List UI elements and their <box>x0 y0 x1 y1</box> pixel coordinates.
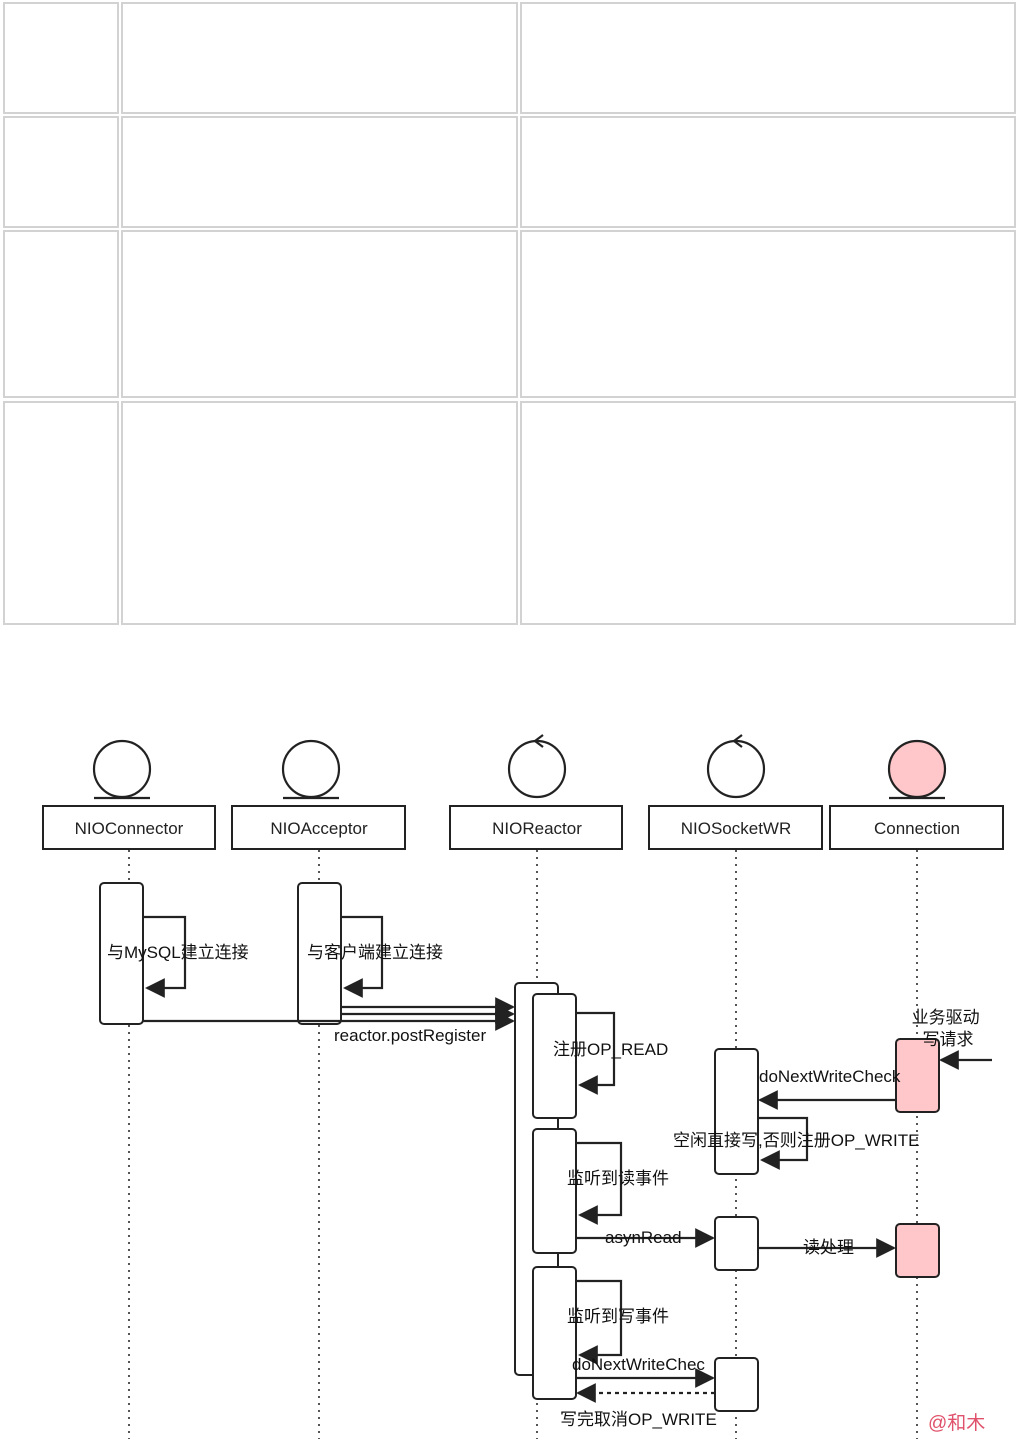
participant-nioreactor: NIOReactor <box>492 819 582 838</box>
table-cell <box>520 2 1016 114</box>
label-register-read: 注册OP_READ <box>553 1040 668 1059</box>
empty-table <box>3 2 1016 625</box>
control-icon <box>706 739 766 799</box>
label-acceptor-self: 与客户端建立连接 <box>307 943 443 962</box>
self-call-acceptor <box>341 915 384 998</box>
activation-niosocketwr-read <box>714 1216 759 1271</box>
self-call-read-event <box>576 1141 623 1225</box>
table-cell <box>520 116 1016 228</box>
table-cell <box>121 116 518 228</box>
label-asyn-read: asynRead <box>605 1228 682 1247</box>
activation-nioreactor-register <box>532 993 577 1119</box>
activation-nioconnector <box>99 882 144 1025</box>
control-icon <box>507 739 567 799</box>
label-idle-write: 空闲直接写,否则注册OP_WRITE <box>673 1131 920 1150</box>
label-do-next-write-check: doNextWriteCheck <box>759 1067 901 1086</box>
label-read-process: 读处理 <box>803 1238 854 1257</box>
entity-icon <box>887 739 947 799</box>
activation-nioreactor-read <box>532 1128 577 1254</box>
label-post-register: reactor.postRegister <box>334 1026 486 1045</box>
table-cell <box>121 230 518 398</box>
table-cell <box>3 401 119 625</box>
self-call-register-read <box>576 1011 616 1095</box>
participant-connection: Connection <box>874 819 960 838</box>
label-do-next-write-check-2: doNextWriteChec <box>572 1355 705 1374</box>
label-connector-self: 与MySQL建立连接 <box>107 943 249 962</box>
participant-nioacceptor: NIOAcceptor <box>270 819 368 838</box>
participant-box <box>829 805 1004 850</box>
activation-nioreactor-write <box>532 1266 577 1400</box>
label-read-event: 监听到读事件 <box>567 1169 669 1188</box>
activation-connection-read <box>895 1223 940 1278</box>
participant-box <box>42 805 216 850</box>
table-cell <box>3 230 119 398</box>
activation-nioacceptor <box>297 882 342 1025</box>
table-cell <box>3 2 119 114</box>
activation-niosocketwr-write <box>714 1357 759 1412</box>
self-call-idle-write <box>758 1116 809 1170</box>
table-cell <box>3 116 119 228</box>
table-cell <box>520 230 1016 398</box>
entity-icon <box>281 739 341 799</box>
participant-box <box>449 805 623 850</box>
participant-nioconnector: NIOConnector <box>75 819 184 838</box>
participant-box <box>231 805 406 850</box>
table-cell <box>520 401 1016 625</box>
participant-box <box>648 805 823 850</box>
label-business-write-line: 业务驱动 <box>912 1008 980 1027</box>
watermark: @和木 <box>928 1412 985 1434</box>
entity-icon <box>92 739 152 799</box>
participant-niosocketwr: NIOSocketWR <box>681 819 792 838</box>
label-business-write: 业务驱动 写请求 <box>912 1008 985 1049</box>
label-cancel-write: 写完取消OP_WRITE <box>560 1410 717 1429</box>
self-call-connector <box>143 915 187 998</box>
activation-connection-request <box>895 1038 940 1113</box>
table-cell <box>121 401 518 625</box>
activation-niosocketwr-check <box>714 1048 759 1175</box>
label-write-event: 监听到写事件 <box>567 1307 669 1326</box>
table-cell <box>121 2 518 114</box>
label-business-write-line: 写请求 <box>923 1030 974 1049</box>
self-call-write-event <box>576 1279 623 1365</box>
